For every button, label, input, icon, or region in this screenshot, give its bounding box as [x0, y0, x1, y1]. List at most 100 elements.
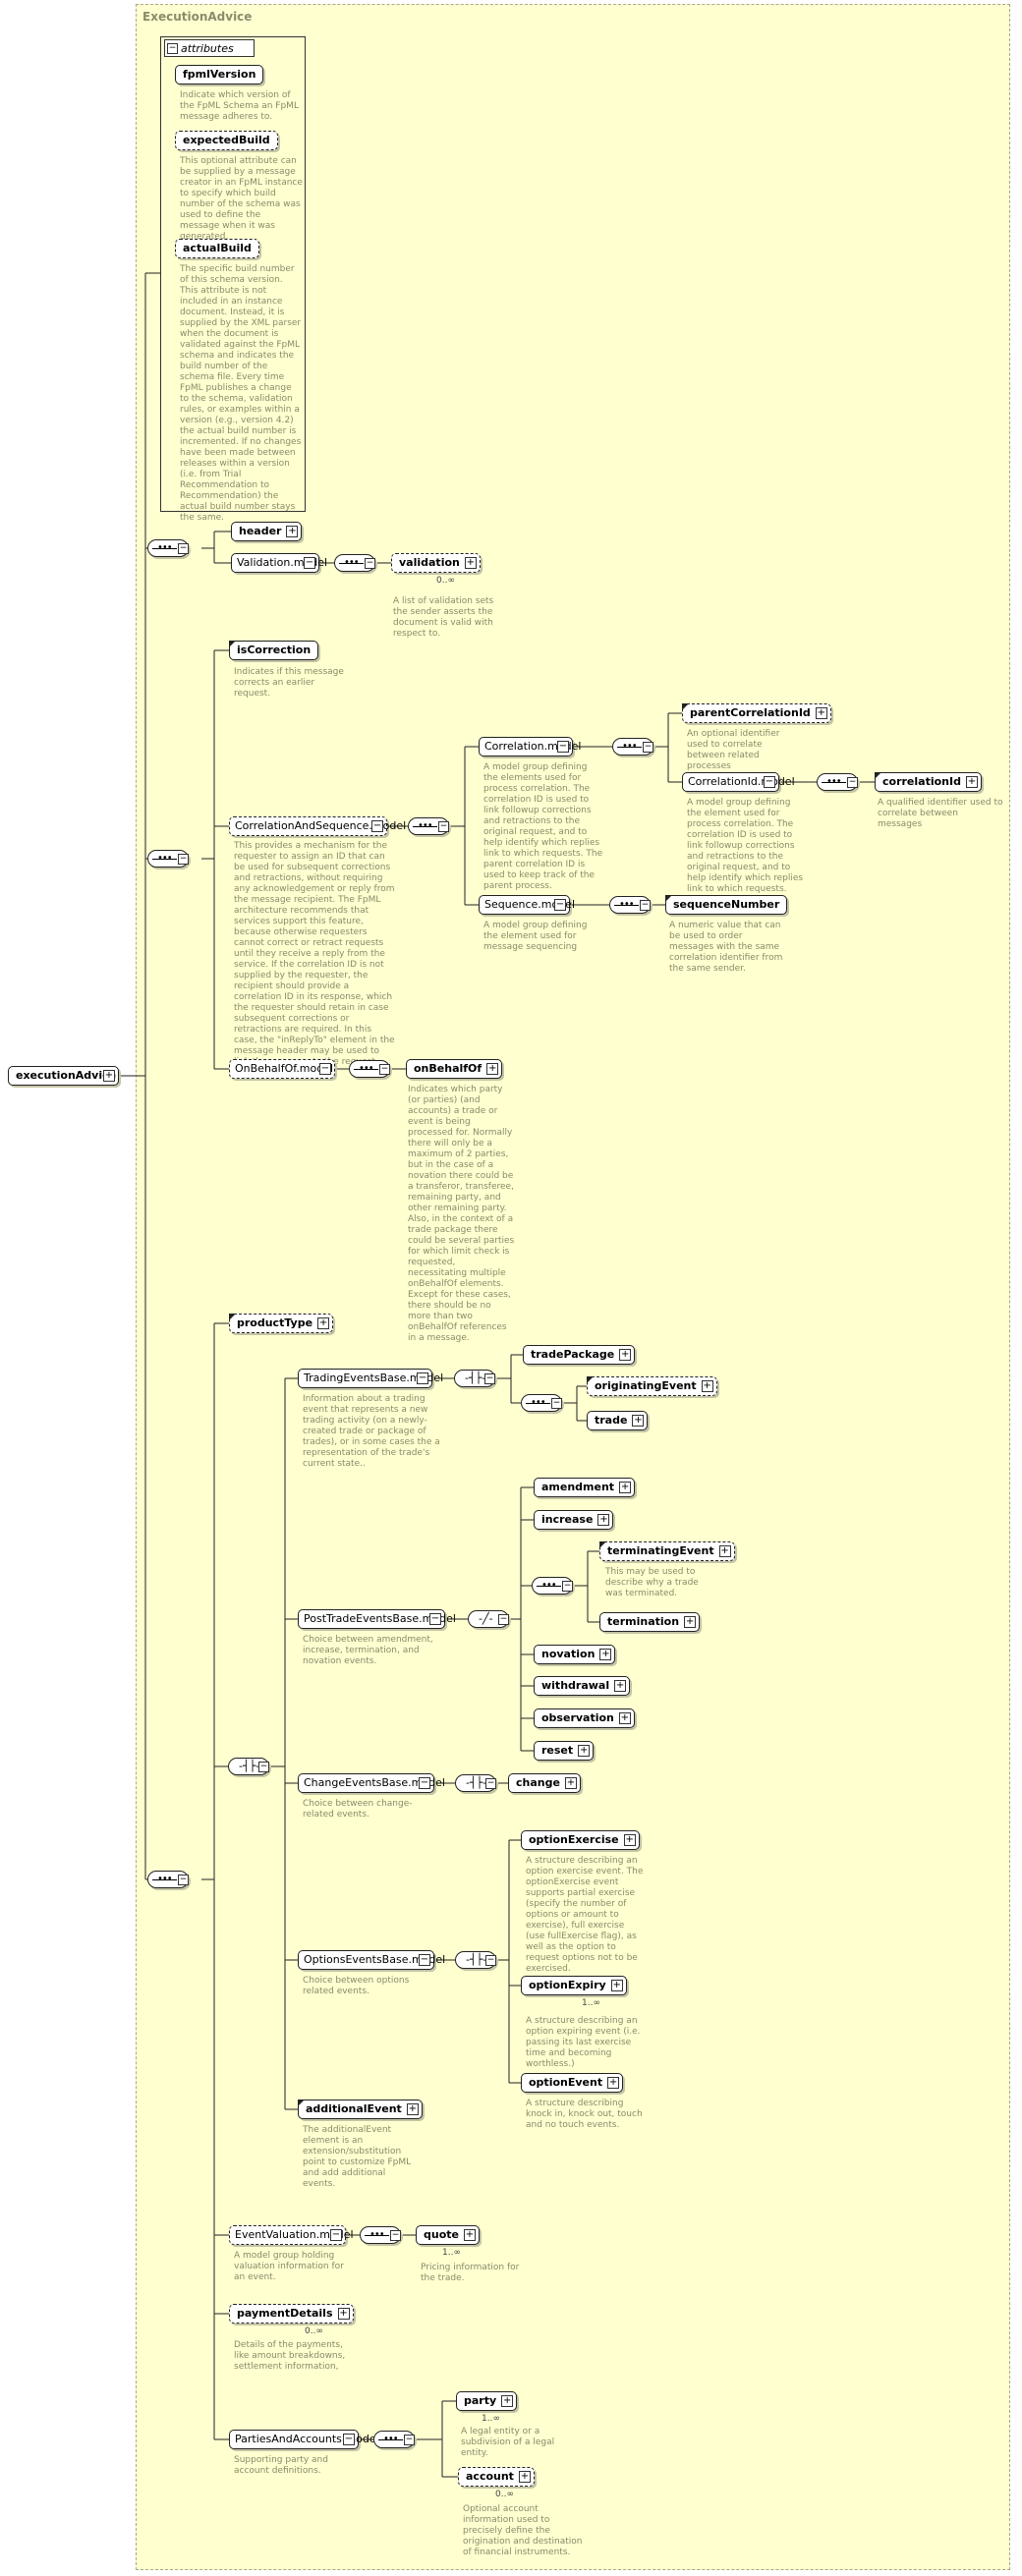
validation-occurrence: 0..∞: [436, 576, 455, 586]
on-behalf-of-element[interactable]: onBehalfOf: [406, 1059, 503, 1079]
quote-occurrence: 1..∞: [442, 2248, 461, 2258]
reset-element[interactable]: reset: [534, 1741, 595, 1761]
increase-element[interactable]: increase: [534, 1510, 614, 1530]
product-type-element[interactable]: productType: [229, 1314, 334, 1333]
on-behalf-of-desc: Indicates which party (or parties) (and …: [408, 1085, 515, 1343]
termination-element[interactable]: termination: [599, 1612, 701, 1632]
is-correction-desc: Indicates if this message corrects an ea…: [234, 667, 344, 699]
payment-details-element[interactable]: paymentDetails: [229, 2304, 354, 2324]
event-choice-compositor[interactable]: -┤├-−: [228, 1758, 269, 1775]
correlation-and-sequence-desc: This provides a mechanism for the reques…: [234, 841, 395, 1067]
attr-expected-build[interactable]: expectedBuild: [175, 131, 278, 150]
post-trade-events-model-group[interactable]: PostTradeEventsBase.model: [298, 1609, 456, 1629]
change-events-model-group[interactable]: ChangeEventsBase.model: [298, 1773, 445, 1793]
terminating-event-desc: This may be used to describe why a trade…: [605, 1567, 699, 1598]
root-element-execution-advice[interactable]: executionAdvice: [8, 1066, 119, 1086]
correlation-model-group[interactable]: Correlation.model: [479, 737, 581, 756]
option-expiry-element[interactable]: optionExpiry: [521, 1976, 627, 1995]
parent-correlation-id-desc: An optional identifier used to correlate…: [687, 729, 780, 771]
quote-element[interactable]: quote: [416, 2225, 480, 2245]
on-behalf-of-model-group[interactable]: OnBehalfOf.model: [229, 1059, 335, 1079]
on-behalf-of-compositor[interactable]: •••−: [349, 1060, 390, 1078]
correlation-id-model-group[interactable]: CorrelationId.model: [682, 772, 795, 792]
trading-choice-compositor[interactable]: -┤├-−: [454, 1370, 495, 1387]
sequence-compositor-1[interactable]: •••−: [147, 539, 189, 557]
correlation-and-sequence-compositor[interactable]: •••−: [408, 817, 449, 835]
payment-details-desc: Details of the payments, like amount bre…: [234, 2340, 346, 2372]
attr-actual-build[interactable]: actualBuild: [175, 239, 259, 258]
option-exercise-desc: A structure describing an option exercis…: [526, 1856, 644, 1974]
header-element[interactable]: header: [231, 522, 303, 541]
sequence-model-desc: A model group defining the element used …: [483, 921, 588, 952]
validation-element[interactable]: validation: [391, 553, 481, 573]
correlation-id-element[interactable]: correlationId: [875, 772, 982, 792]
withdrawal-element[interactable]: withdrawal: [534, 1676, 631, 1696]
trading-sequence-compositor[interactable]: •••−: [521, 1394, 562, 1412]
validation-desc: A list of validation sets the sender ass…: [393, 596, 494, 639]
option-event-desc: A structure describing knock in, knock o…: [526, 2099, 643, 2130]
attr-actual-build-desc: The specific build number of this schema…: [180, 264, 302, 523]
options-events-model-group[interactable]: OptionsEventsBase.model: [298, 1950, 445, 1970]
trade-element[interactable]: trade: [587, 1411, 649, 1430]
option-expiry-occurrence: 1..∞: [582, 1998, 600, 2008]
trading-events-model-group[interactable]: TradingEventsBase.model: [298, 1369, 443, 1388]
terminating-event-element[interactable]: terminatingEvent: [599, 1541, 735, 1561]
post-trade-events-desc: Choice between amendment, increase, term…: [303, 1635, 433, 1666]
novation-element[interactable]: novation: [534, 1645, 616, 1664]
trade-package-element[interactable]: tradePackage: [523, 1345, 636, 1365]
party-element[interactable]: party: [456, 2391, 518, 2411]
correlation-and-sequence-model-group[interactable]: CorrelationAndSequence.model: [229, 816, 406, 836]
party-occurrence: 1..∞: [482, 2414, 500, 2424]
correlation-id-desc: A qualified identifier used to correlate…: [878, 798, 1003, 829]
attributes-panel: [160, 36, 306, 512]
party-desc: A legal entity or a subdivision of a leg…: [461, 2427, 555, 2458]
validation-sequence-compositor[interactable]: •••−: [334, 554, 375, 572]
option-exercise-element[interactable]: optionExercise: [521, 1830, 640, 1850]
account-occurrence: 0..∞: [495, 2490, 514, 2499]
attributes-tab[interactable]: attributes: [164, 39, 255, 57]
sequence-model-group[interactable]: Sequence.model: [479, 895, 575, 915]
correlation-compositor[interactable]: •••−: [612, 738, 653, 756]
sequence-compositor-3[interactable]: •••−: [147, 1871, 189, 1888]
event-valuation-desc: A model group holding valuation informat…: [234, 2251, 344, 2282]
sequence-compositor-2[interactable]: •••−: [147, 850, 189, 868]
options-choice-compositor[interactable]: -┤├-−: [455, 1951, 496, 1969]
observation-element[interactable]: observation: [534, 1708, 635, 1728]
is-correction-element[interactable]: isCorrection: [229, 641, 319, 660]
parties-and-accounts-model-group[interactable]: PartiesAndAccounts.model: [229, 2430, 379, 2449]
correlation-model-desc: A model group defining the elements used…: [483, 762, 603, 891]
account-desc: Optional account information used to pre…: [463, 2504, 583, 2557]
diagram-title: ExecutionAdvice: [142, 10, 253, 24]
options-events-desc: Choice between options related events.: [303, 1976, 410, 1996]
parties-compositor[interactable]: •••−: [373, 2431, 415, 2448]
post-trade-choice-compositor[interactable]: -╱-−: [468, 1610, 509, 1628]
attr-fpml-version[interactable]: fpmlVersion: [175, 65, 264, 84]
trading-events-desc: Information about a trading event that r…: [303, 1394, 440, 1469]
change-element[interactable]: change: [508, 1773, 581, 1793]
option-expiry-desc: A structure describing an option expirin…: [526, 2016, 641, 2069]
correlation-id-compositor[interactable]: •••−: [817, 773, 858, 791]
parent-correlation-id-element[interactable]: parentCorrelationId: [682, 703, 831, 723]
quote-desc: Pricing information for the trade.: [421, 2263, 520, 2283]
account-element[interactable]: account: [458, 2467, 535, 2487]
sequence-model-compositor[interactable]: •••−: [609, 896, 651, 914]
sequence-number-desc: A numeric value that can be used to orde…: [669, 921, 783, 974]
additional-event-element[interactable]: additionalEvent: [298, 2100, 423, 2119]
event-valuation-model-group[interactable]: EventValuation.model: [229, 2225, 354, 2245]
change-events-desc: Choice between change-related events.: [303, 1799, 413, 1820]
validation-model-group[interactable]: Validation.model: [231, 553, 327, 573]
payment-details-occurrence: 0..∞: [305, 2326, 323, 2336]
correlation-id-model-desc: A model group defining the element used …: [687, 798, 804, 894]
attr-expected-build-desc: This optional attribute can be supplied …: [180, 156, 303, 242]
additional-event-desc: The additionalEvent element is an extens…: [303, 2125, 412, 2189]
event-valuation-compositor[interactable]: •••−: [360, 2226, 401, 2244]
parties-and-accounts-desc: Supporting party and account definitions…: [234, 2455, 328, 2476]
amendment-element[interactable]: amendment: [534, 1478, 636, 1497]
change-choice-compositor[interactable]: -┤├-−: [455, 1774, 496, 1792]
attr-fpml-version-desc: Indicate which version of the FpML Schem…: [180, 90, 299, 122]
option-event-element[interactable]: optionEvent: [521, 2073, 624, 2093]
termination-sequence-compositor[interactable]: •••−: [532, 1577, 573, 1595]
sequence-number-element[interactable]: sequenceNumber: [665, 895, 788, 915]
originating-event-element[interactable]: originatingEvent: [587, 1376, 717, 1396]
